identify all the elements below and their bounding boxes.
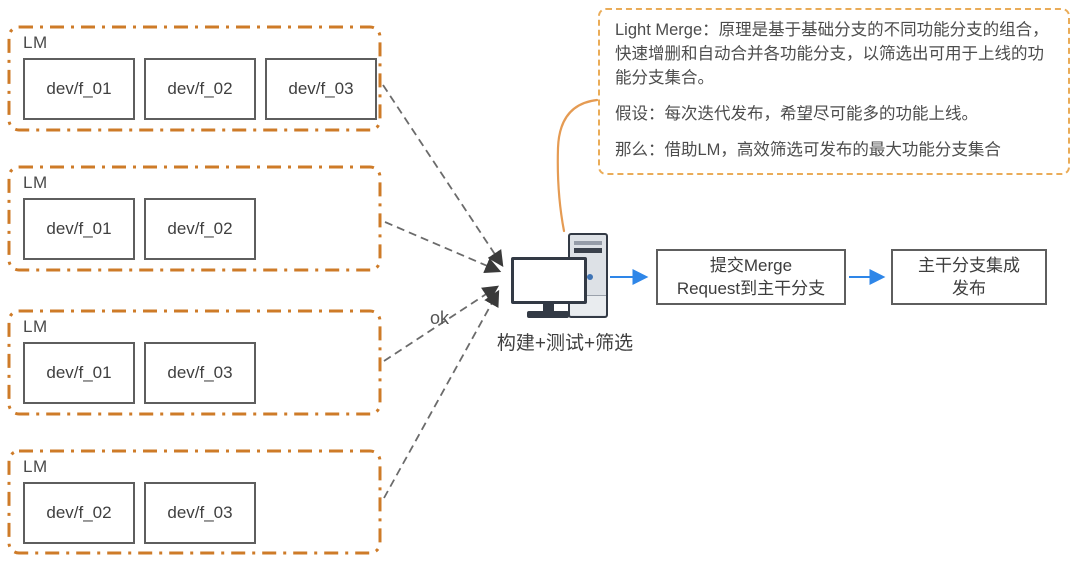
lm-group-3-label: LM: [23, 317, 48, 336]
lm-group-1-label: LM: [23, 33, 48, 52]
lm-group-4-label: LM: [23, 457, 48, 476]
lm-group-4-border: [7, 449, 382, 555]
branch-box: dev/f_03: [265, 58, 377, 120]
annotation-assumption-text: 假设：每次迭代发布，希望尽可能多的功能上线。: [615, 105, 978, 123]
dashed-arrow-group2: [384, 221, 502, 274]
tower-drive-slot: [574, 248, 602, 253]
tower-drive-slot: [574, 241, 602, 245]
dashed-arrow-group4: [383, 289, 500, 499]
monitor-stand-base: [527, 311, 569, 318]
annotation-principle-text: Light Merge：原理是基于基础分支的不同功能分支的组合，快速增删和自动合…: [615, 21, 1049, 87]
lm-group-4: LM dev/f_02 dev/f_03: [8, 450, 381, 554]
dashed-arrow-group1: [382, 84, 504, 268]
computer-monitor: [511, 257, 587, 304]
tower-power-button: [587, 274, 593, 280]
branch-box: dev/f_02: [144, 198, 256, 260]
lm-group-2: LM dev/f_01 dev/f_02: [8, 166, 381, 271]
branch-box: dev/f_01: [23, 342, 135, 404]
lm-group-3-branches: dev/f_01 dev/f_03: [23, 342, 381, 404]
monitor-stand: [543, 304, 554, 312]
branch-box: dev/f_02: [23, 482, 135, 544]
step-merge-request-box: 提交Merge Request到主干分支: [656, 249, 846, 305]
branch-box: dev/f_01: [23, 58, 135, 120]
lm-group-3: LM dev/f_01 dev/f_03: [8, 310, 381, 415]
lm-group-1-branches: dev/f_01 dev/f_02 dev/f_03: [23, 58, 381, 120]
branch-box: dev/f_01: [23, 198, 135, 260]
lm-group-2-label: LM: [23, 173, 48, 192]
lm-group-1-border: [7, 25, 382, 132]
ok-label: ok: [430, 308, 450, 328]
lm-group-4-branches: dev/f_02 dev/f_03: [23, 482, 381, 544]
annotation-callout-line: [556, 98, 599, 233]
lm-group-3-border: [7, 309, 382, 416]
light-merge-annotation-box: Light Merge：原理是基于基础分支的不同功能分支的组合，快速增删和自动合…: [598, 8, 1070, 175]
annotation-conclusion-text: 那么：借助LM，高效筛选可发布的最大功能分支集合: [615, 141, 1001, 159]
lm-group-2-branches: dev/f_01 dev/f_02: [23, 198, 381, 260]
lm-group-1: LM dev/f_01 dev/f_02 dev/f_03: [8, 26, 381, 131]
build-test-filter-label: 构建+测试+筛选: [496, 333, 634, 354]
tower-divider: [570, 295, 606, 296]
branch-box: dev/f_02: [144, 58, 256, 120]
lm-group-2-border: [7, 165, 382, 272]
step-release-box: 主干分支集成 发布: [891, 249, 1047, 305]
branch-box: dev/f_03: [144, 342, 256, 404]
branch-box: dev/f_03: [144, 482, 256, 544]
dashed-arrow-group3: [383, 285, 500, 362]
